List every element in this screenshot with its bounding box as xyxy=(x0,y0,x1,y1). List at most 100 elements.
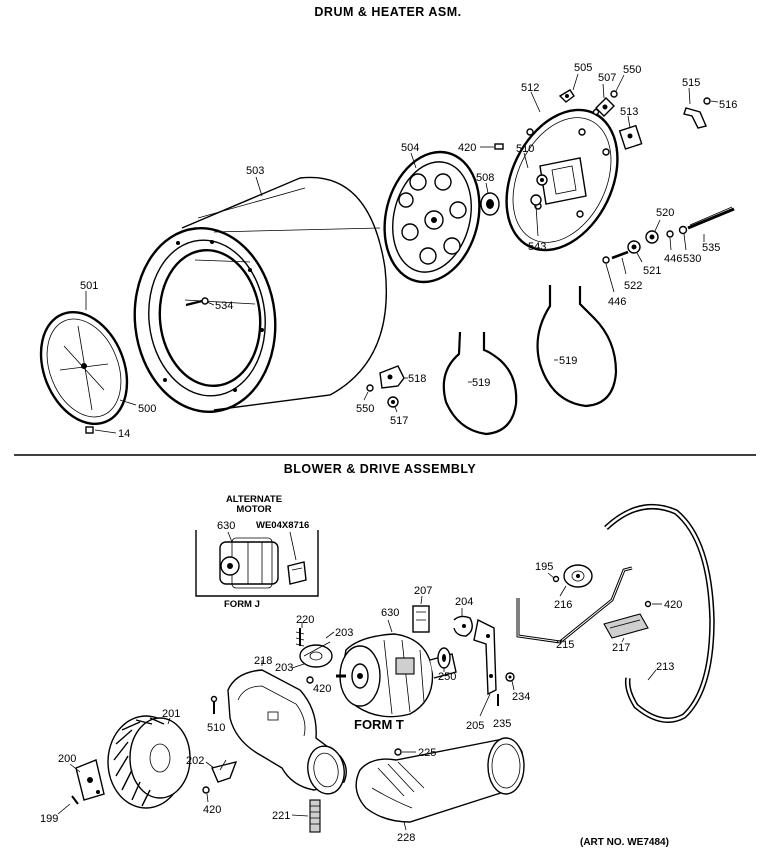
callout-516: 516 xyxy=(719,99,737,111)
callout-535: 535 xyxy=(702,242,720,254)
callout-250: 250 xyxy=(438,671,456,683)
blower-housing-218 xyxy=(227,669,347,795)
callout-207: 207 xyxy=(414,585,432,597)
screw-199 xyxy=(71,795,79,805)
callout-221: 221 xyxy=(272,810,290,822)
heater-coil-519-left xyxy=(442,331,518,436)
callout-510-blower: 510 xyxy=(207,722,225,734)
idler-pulley-216 xyxy=(563,564,593,588)
alternate-motor-630 xyxy=(219,537,279,589)
callout-550-top: 550 xyxy=(623,64,641,76)
drive-motor-630 xyxy=(336,633,457,718)
callout-225: 225 xyxy=(418,747,436,759)
callout-505: 505 xyxy=(574,62,592,74)
heater-coil-519-right xyxy=(536,285,618,408)
screw-420-top xyxy=(494,143,504,150)
callout-202: 202 xyxy=(186,755,204,767)
callout-213: 213 xyxy=(656,661,674,673)
exhaust-duct-228 xyxy=(355,737,525,823)
callout-204: 204 xyxy=(455,596,473,608)
screw-195 xyxy=(552,575,560,583)
callout-218: 218 xyxy=(254,655,272,667)
callout-519-left: 519 xyxy=(472,377,490,389)
screw-14 xyxy=(85,426,94,434)
bearing-508 xyxy=(480,192,500,216)
callout-518: 518 xyxy=(408,373,426,385)
callout-we04x8716: WE04X8716 xyxy=(256,520,309,531)
nut-521 xyxy=(627,240,641,254)
callout-446-lower: 446 xyxy=(608,296,626,308)
callout-500: 500 xyxy=(138,403,156,415)
pulley-shaft-250 xyxy=(437,647,451,669)
heater-rear-panel-512 xyxy=(505,108,619,252)
baffle-screw-534 xyxy=(185,297,209,307)
callout-515: 515 xyxy=(682,77,700,89)
callout-510-top: 510 xyxy=(516,143,534,155)
callout-534: 534 xyxy=(215,300,233,312)
belt-221 xyxy=(309,799,321,833)
washer-446-lower xyxy=(602,256,610,264)
form-t-label: FORM T xyxy=(354,717,404,732)
motor-switch-207 xyxy=(412,605,430,633)
callout-203-lower: 203 xyxy=(275,662,293,674)
callout-507: 507 xyxy=(598,72,616,84)
callout-501: 501 xyxy=(80,280,98,292)
clip-204 xyxy=(453,615,473,637)
callout-504: 504 xyxy=(401,142,419,154)
clip-505 xyxy=(558,89,575,103)
callout-203-top: 203 xyxy=(335,627,353,639)
callout-420-blower: 420 xyxy=(203,804,221,816)
motor-switch-we04x8716 xyxy=(287,561,307,585)
callout-630-inset: 630 xyxy=(217,520,235,532)
inset-heading-line1: ALTERNATE xyxy=(226,494,282,505)
washer-446-upper xyxy=(666,230,674,238)
callout-215: 215 xyxy=(556,639,574,651)
nut-530 xyxy=(678,225,688,235)
screw-234 xyxy=(505,672,515,682)
callout-199: 199 xyxy=(40,813,58,825)
front-seal-ring-501 xyxy=(39,310,129,426)
insulator-522 xyxy=(611,250,629,260)
callout-420-right: 420 xyxy=(664,599,682,611)
heater-terminal-535 xyxy=(687,206,735,230)
callout-519-right: 519 xyxy=(559,355,577,367)
art-number: (ART NO. WE7484) xyxy=(580,837,669,848)
callout-228: 228 xyxy=(397,832,415,844)
callout-446-upper: 446 xyxy=(664,253,682,265)
drive-belt-213 xyxy=(604,503,715,723)
clamp-202 xyxy=(211,759,238,783)
screw-550-lower xyxy=(366,384,374,392)
thermostat-507 xyxy=(595,97,615,117)
callout-201: 201 xyxy=(162,708,180,720)
screw-510-blower xyxy=(210,695,218,714)
callout-420-top: 420 xyxy=(458,142,476,154)
screw-420-right xyxy=(644,600,652,608)
callout-220: 220 xyxy=(296,614,314,626)
plate-217 xyxy=(603,613,649,639)
drum-back-504 xyxy=(383,150,481,284)
callout-200: 200 xyxy=(58,753,76,765)
blower-wheel-201 xyxy=(107,715,191,809)
callout-217: 217 xyxy=(612,642,630,654)
callout-517: 517 xyxy=(390,415,408,427)
callout-14: 14 xyxy=(118,428,130,440)
idler-rod-215 xyxy=(516,566,633,644)
callout-522: 522 xyxy=(624,280,642,292)
screw-420-blower xyxy=(202,786,210,794)
drum-503 xyxy=(133,176,388,413)
callout-508: 508 xyxy=(476,172,494,184)
blower-drive-title: BLOWER & DRIVE ASSEMBLY xyxy=(284,462,477,476)
inset-form-j: FORM J xyxy=(224,599,260,610)
bracket-515 xyxy=(683,107,707,129)
screw-420-motor xyxy=(306,676,314,684)
callout-543: 543 xyxy=(528,241,546,253)
alternate-motor-inset: ALTERNATE MOTOR 630 WE04X8716 FORM J xyxy=(195,494,319,610)
callout-521: 521 xyxy=(643,265,661,277)
callout-520: 520 xyxy=(656,207,674,219)
clip-518 xyxy=(379,365,405,389)
hi-limit-513 xyxy=(618,124,643,150)
screw-225 xyxy=(394,748,402,756)
motor-mount-205 xyxy=(473,618,497,696)
inset-heading-line2: MOTOR xyxy=(236,504,271,515)
